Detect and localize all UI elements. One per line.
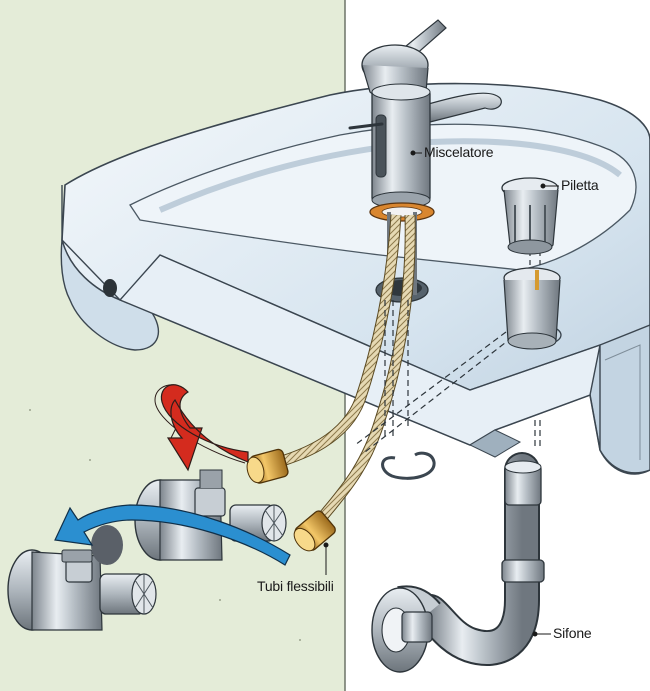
label-piletta: Piletta	[561, 177, 599, 193]
leader-lines	[323, 150, 559, 637]
wall-outlet	[91, 525, 123, 565]
siphon	[371, 452, 545, 673]
label-tubi-flessibili: Tubi flessibili	[257, 578, 334, 594]
angle-valve-lower	[7, 549, 157, 631]
wall-texture	[29, 409, 301, 641]
curved-arrow-icon	[154, 384, 249, 472]
overflow-hole	[103, 279, 117, 297]
mixer-faucet	[348, 19, 502, 295]
curved-arrow-icon	[54, 504, 291, 566]
drain-plug	[501, 177, 561, 350]
assembly-guides	[354, 210, 541, 453]
label-miscelatore: Miscelatore	[424, 144, 494, 160]
flexible-hoses	[246, 214, 416, 552]
label-sifone: Sifone	[553, 625, 592, 641]
retaining-clip	[381, 451, 436, 480]
